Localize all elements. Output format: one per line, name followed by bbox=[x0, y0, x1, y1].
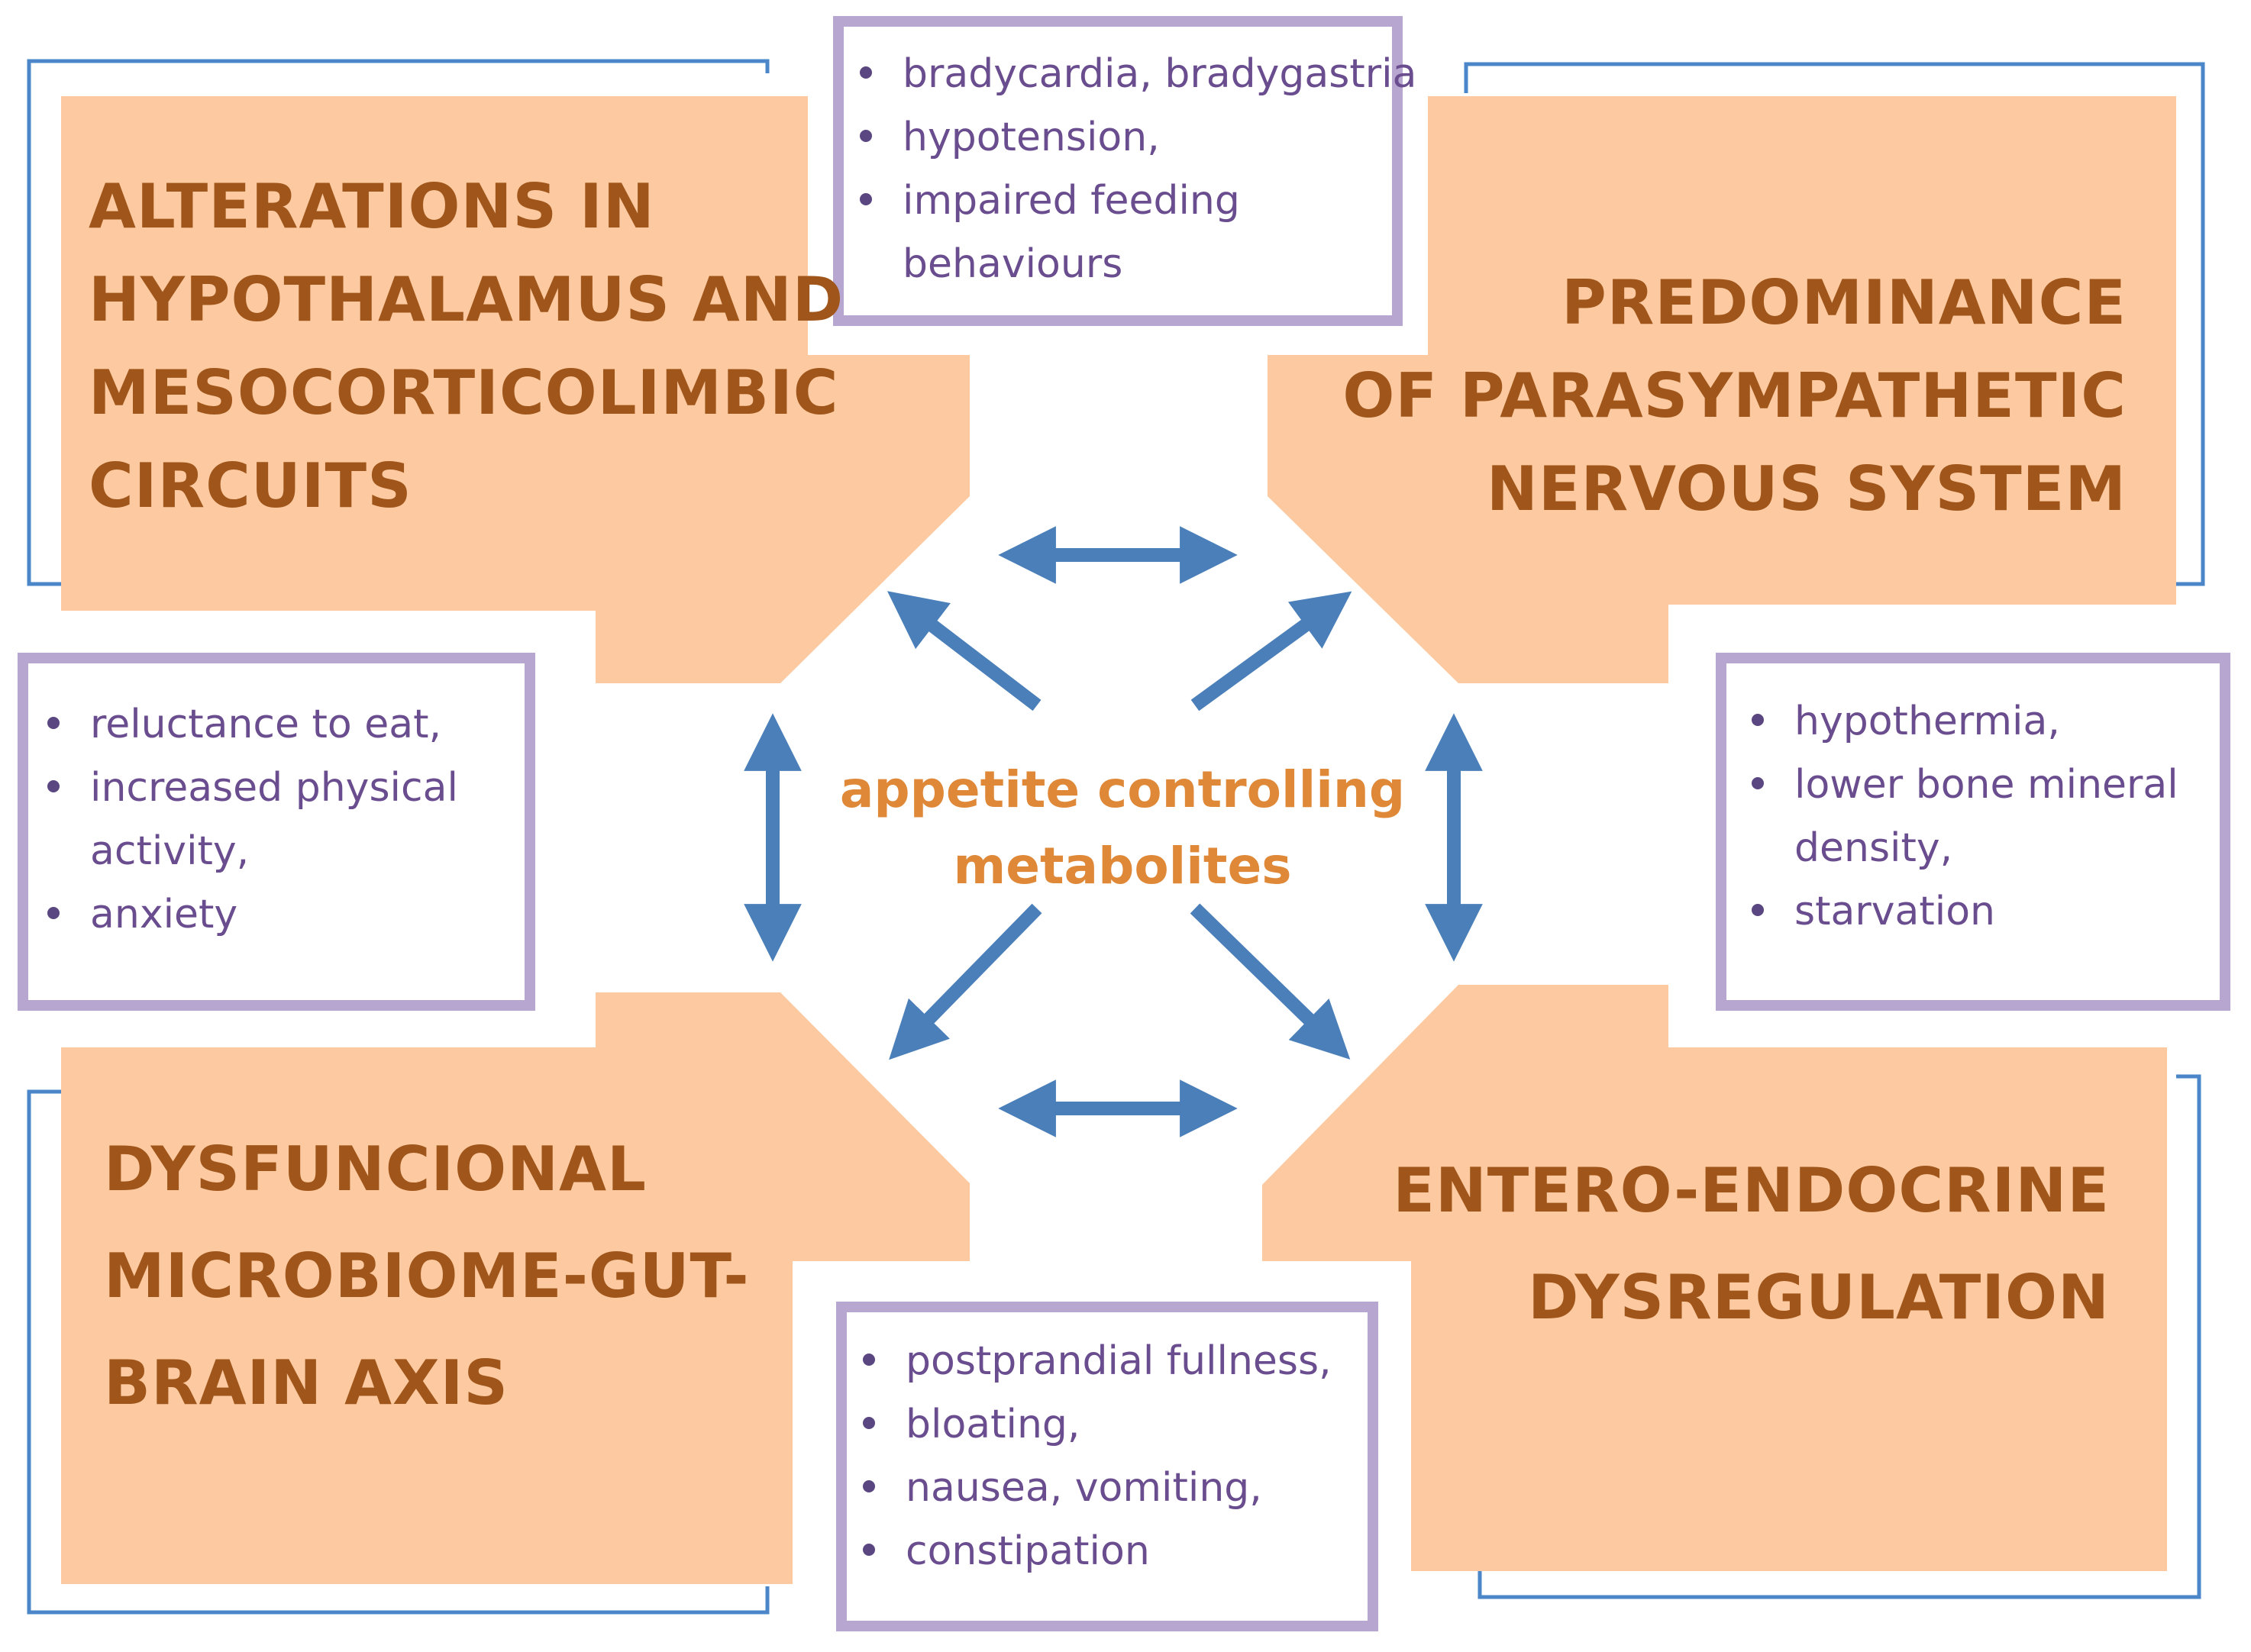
list-box-right bbox=[1716, 653, 2230, 1011]
list-item: activity, bbox=[34, 820, 458, 883]
list-item: nausea, vomiting, bbox=[849, 1457, 1332, 1520]
list-box-top bbox=[833, 16, 1403, 326]
list-box-left bbox=[18, 653, 535, 1011]
title-line: OF PARASYMPATHETIC bbox=[1342, 360, 2127, 431]
list-item: postprandial fullness, bbox=[849, 1330, 1332, 1393]
list-item: lower bone mineral bbox=[1738, 753, 2178, 817]
arrow-to-top-left bbox=[887, 591, 1042, 711]
bullet-icon bbox=[1752, 777, 1764, 789]
list-item: impaired feeding bbox=[846, 169, 1416, 233]
list-item-text: hypotension, bbox=[903, 115, 1160, 160]
arrow-to-bottom-left bbox=[889, 903, 1042, 1060]
list-item-text: constipation bbox=[906, 1528, 1150, 1574]
arrow-to-bottom-right bbox=[1190, 903, 1351, 1060]
title-line: MICROBIOME-GUT- bbox=[104, 1241, 750, 1312]
list-item-text: starvation bbox=[1794, 889, 1995, 934]
title-line: BRAIN AXIS bbox=[104, 1347, 509, 1418]
bullet-icon bbox=[863, 1480, 875, 1492]
bullet-icon bbox=[863, 1417, 875, 1429]
title-line: ENTERO-ENDOCRINE bbox=[1393, 1155, 2110, 1226]
frame-top-left bbox=[27, 59, 770, 586]
list-left: reluctance to eat, increased physical ac… bbox=[34, 693, 458, 947]
list-item: behaviours bbox=[846, 233, 1416, 296]
center-label: appetite controlling metabolites bbox=[825, 752, 1420, 905]
list-item-text: impaired feeding bbox=[903, 178, 1240, 224]
bullet-icon bbox=[47, 907, 60, 919]
title-top-left: ALTERATIONS IN HYPOTHALAMUS AND MESOCORT… bbox=[89, 160, 844, 533]
bullet-icon bbox=[860, 66, 872, 79]
list-item: increased physical bbox=[34, 757, 458, 820]
title-line: PREDOMINANCE bbox=[1561, 267, 2127, 338]
title-bottom-right: ENTERO-ENDOCRINE DYSREGULATION bbox=[1393, 1137, 2110, 1351]
bullet-icon bbox=[860, 130, 872, 142]
list-item: anxiety bbox=[34, 883, 458, 947]
list-item-text: hypothermia, bbox=[1794, 699, 2060, 744]
center-line: appetite controlling bbox=[839, 760, 1406, 819]
title-line: HYPOTHALAMUS AND bbox=[89, 264, 845, 335]
list-item-text: density, bbox=[1794, 825, 1953, 871]
box-bottom-left bbox=[61, 992, 970, 1584]
list-item-text: reluctance to eat, bbox=[90, 702, 442, 747]
title-bottom-left: DYSFUNCIONAL MICROBIOME-GUT- BRAIN AXIS bbox=[104, 1116, 750, 1437]
box-bottom-right bbox=[1262, 985, 2167, 1571]
box-top-right bbox=[1268, 96, 2176, 683]
title-line: CIRCUITS bbox=[89, 450, 412, 521]
title-top-right: PREDOMINANCE OF PARASYMPATHETIC NERVOUS … bbox=[1342, 257, 2127, 536]
bullet-icon bbox=[860, 193, 872, 205]
title-line: DYSREGULATION bbox=[1528, 1262, 2110, 1333]
bullet-icon bbox=[1752, 904, 1764, 916]
title-line: NERVOUS SYSTEM bbox=[1486, 453, 2127, 524]
list-item-text: increased physical bbox=[90, 765, 458, 811]
list-item: density, bbox=[1738, 817, 2178, 880]
list-item-text: behaviours bbox=[903, 241, 1123, 287]
bullet-icon bbox=[47, 717, 60, 729]
bullet-icon bbox=[1752, 714, 1764, 726]
list-item: constipation bbox=[849, 1520, 1332, 1583]
list-item-text: bloating, bbox=[906, 1402, 1080, 1447]
frame-bottom-left bbox=[27, 1089, 770, 1615]
list-item-text: postprandial fullness, bbox=[906, 1338, 1332, 1384]
list-item-text: activity, bbox=[90, 828, 250, 874]
list-item-text: nausea, vomiting, bbox=[906, 1465, 1262, 1511]
list-item: bloating, bbox=[849, 1393, 1332, 1457]
list-item: hypotension, bbox=[846, 106, 1416, 169]
box-top-left bbox=[61, 96, 970, 683]
list-item-text: lower bone mineral bbox=[1794, 762, 2178, 808]
list-top: bradycardia, bradygastria hypotension, i… bbox=[846, 43, 1416, 296]
bullet-icon bbox=[863, 1544, 875, 1556]
list-right: hypothermia, lower bone mineral density,… bbox=[1738, 690, 2178, 944]
title-line: ALTERATIONS IN bbox=[89, 171, 655, 242]
list-item-text: anxiety bbox=[90, 892, 238, 937]
bullet-icon bbox=[863, 1354, 875, 1366]
arrow-to-top-right bbox=[1190, 591, 1352, 711]
list-item-text: bradycardia, bradygastria bbox=[903, 51, 1417, 97]
list-item: bradycardia, bradygastria bbox=[846, 43, 1416, 106]
list-bottom: postprandial fullness, bloating, nausea,… bbox=[849, 1330, 1332, 1583]
title-line: MESOCORTICOLIMBIC bbox=[89, 357, 839, 428]
frame-bottom-right bbox=[1478, 1074, 2201, 1599]
title-line: DYSFUNCIONAL bbox=[104, 1134, 648, 1205]
frame-top-right bbox=[1464, 62, 2205, 586]
list-item: starvation bbox=[1738, 880, 2178, 944]
center-line: metabolites bbox=[953, 837, 1292, 895]
list-item: reluctance to eat, bbox=[34, 693, 458, 757]
list-item: hypothermia, bbox=[1738, 690, 2178, 753]
list-box-bottom bbox=[836, 1302, 1378, 1631]
bullet-icon bbox=[47, 780, 60, 792]
